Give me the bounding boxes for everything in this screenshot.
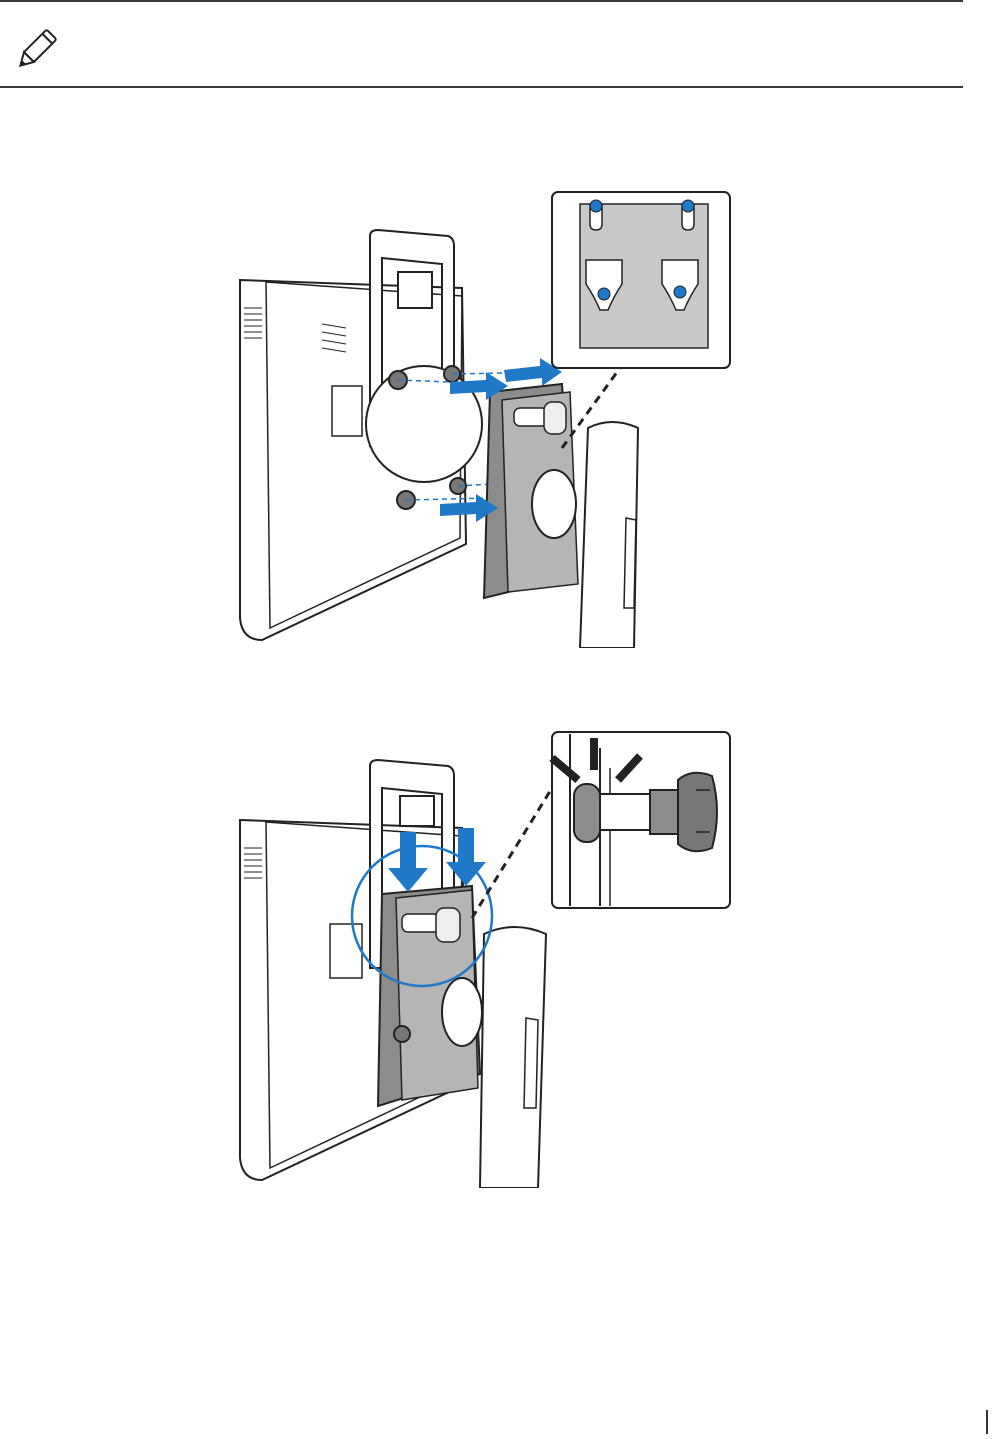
stand-pole (580, 422, 638, 648)
pencil-icon (12, 26, 60, 74)
attach-plate-figure (222, 188, 734, 648)
slot-detail-callout (552, 192, 730, 368)
note-box (0, 0, 963, 88)
mounting-plate (378, 886, 482, 1106)
stand-pole (480, 927, 546, 1188)
page-mark (986, 1410, 988, 1434)
knob-detail-callout (552, 732, 730, 908)
callout-leader (472, 788, 552, 918)
mounting-plate (484, 384, 578, 598)
slide-down-figure (222, 728, 734, 1188)
